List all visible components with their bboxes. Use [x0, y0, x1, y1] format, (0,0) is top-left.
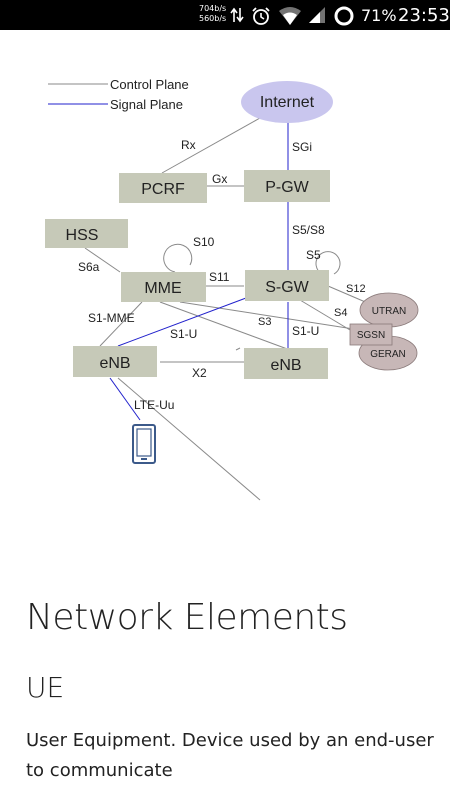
description-text: User Equipment. Device used by an end-us… — [26, 730, 434, 781]
network-rate: 704b/s 560b/s — [199, 4, 226, 24]
pcrf-label: PCRF — [141, 181, 185, 198]
pgw-label: P-GW — [265, 179, 309, 196]
network-architecture-diagram: Control Plane Signal Plane Internet PCRF… — [45, 77, 419, 501]
status-bar: 704b/s 560b/s 71% 23:53 — [0, 0, 450, 30]
hss-label: HSS — [66, 227, 99, 244]
net-rate-up: 560b/s — [199, 14, 227, 23]
link-lteuu-label: LTE-Uu — [134, 398, 174, 412]
data-arrows-icon — [230, 7, 244, 23]
clock: 23:53 — [398, 5, 450, 26]
link-s1u-right-label: S1-U — [292, 324, 319, 338]
link-s5-label: S5 — [306, 248, 321, 262]
sgsn-node — [349, 323, 393, 346]
control-plane-links — [84, 117, 371, 501]
link-s10-label: S10 — [193, 235, 215, 249]
link-sgi-label: SGi — [292, 140, 312, 154]
link-s12-label: S12 — [346, 283, 366, 295]
link-rx-label: Rx — [181, 138, 196, 152]
link-x2-label: X2 — [192, 366, 207, 380]
link-s1u-left-label: S1-U — [170, 327, 197, 341]
enb-left-label: eNB — [99, 355, 130, 372]
phone-icon — [132, 424, 156, 464]
alarm-icon — [252, 7, 270, 25]
link-gx-label: Gx — [212, 172, 227, 186]
pcrf-node — [119, 173, 207, 203]
section-heading: UE — [26, 671, 65, 704]
link-s11-label: S11 — [209, 270, 230, 284]
enb-left-node — [73, 346, 157, 377]
legend-signal-label: Signal Plane — [110, 97, 183, 112]
geran-label: GERAN — [370, 349, 406, 360]
internet-node — [241, 81, 333, 123]
link-s5s8-label: S5/S8 — [292, 223, 325, 237]
pgw-node — [244, 170, 330, 202]
mme-node — [121, 272, 206, 302]
hss-node — [45, 219, 128, 248]
battery-percent: 71% — [361, 6, 397, 25]
battery-ring-icon — [334, 6, 354, 26]
sgw-node — [245, 270, 329, 301]
net-rate-down: 704b/s — [199, 4, 227, 13]
link-s6a-label: S6a — [78, 260, 100, 274]
page-title: Network Elements — [26, 597, 348, 638]
enb-right-label: eNB — [270, 357, 301, 374]
wifi-icon — [279, 7, 301, 25]
link-s1mme-label: S1-MME — [88, 311, 135, 325]
utran-label: UTRAN — [372, 306, 406, 317]
enb-right-node — [244, 348, 328, 379]
legend-control-label: Control Plane — [110, 77, 189, 92]
link-s4-label: S4 — [334, 307, 347, 319]
internet-label: Internet — [260, 94, 315, 111]
signal-icon — [309, 7, 325, 23]
signal-plane-links — [109, 122, 289, 421]
link-s3-label: S3 — [258, 316, 271, 328]
mme-label: MME — [144, 280, 181, 297]
sgsn-label: SGSN — [357, 330, 385, 341]
sgw-label: S-GW — [265, 279, 309, 296]
